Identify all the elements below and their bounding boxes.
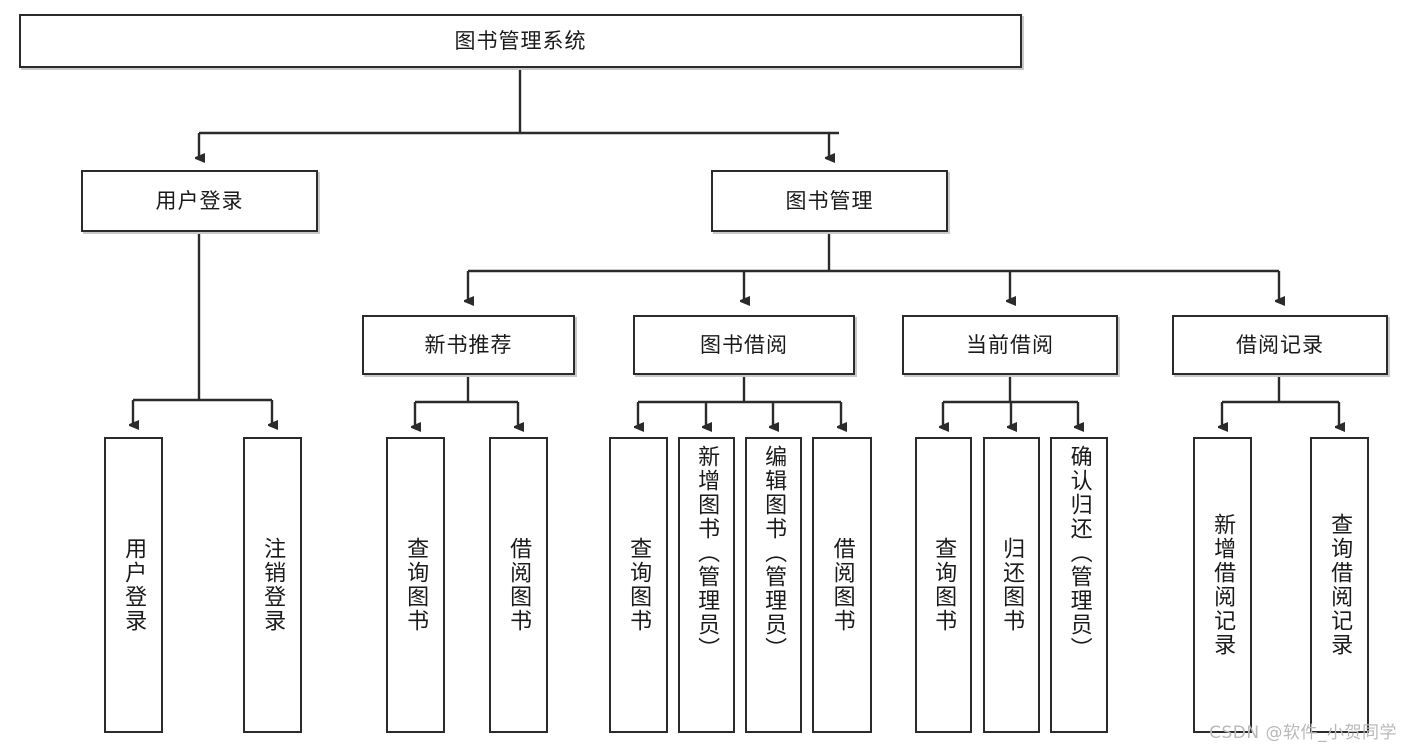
node-current-borrowing[interactable]: 当前借阅 [902, 315, 1118, 375]
node-root-book-management-system[interactable]: 图书管理系统 [19, 14, 1022, 68]
node-book-borrowing[interactable]: 图书借阅 [633, 315, 855, 375]
node-label: 注销登录 [260, 537, 286, 633]
node-leaf-add-borrow-record[interactable]: 新增借阅记录 [1193, 437, 1252, 733]
node-leaf-query-borrow-record[interactable]: 查询借阅记录 [1310, 437, 1369, 733]
node-label: 新增借阅记录 [1210, 513, 1236, 657]
node-leaf-logout[interactable]: 注销登录 [243, 437, 302, 733]
node-borrowing-record[interactable]: 借阅记录 [1172, 315, 1388, 375]
node-label: 查询借阅记录 [1327, 513, 1353, 657]
node-label: 确认归还（管理员） [1066, 445, 1092, 661]
node-leaf-confirm-return-admin[interactable]: 确认归还（管理员） [1050, 437, 1108, 733]
node-leaf-query-book-borrow[interactable]: 查询图书 [609, 437, 668, 733]
node-label: 查询图书 [403, 537, 429, 633]
node-label: 借阅记录 [1236, 332, 1324, 357]
node-label: 归还图书 [999, 537, 1025, 633]
node-label: 用户登录 [121, 537, 147, 633]
node-label: 图书借阅 [700, 332, 788, 357]
node-label: 查询图书 [931, 537, 957, 633]
node-book-management[interactable]: 图书管理 [711, 170, 948, 232]
node-leaf-return-book[interactable]: 归还图书 [983, 437, 1040, 733]
node-label: 用户登录 [155, 188, 244, 213]
watermark-text: CSDN @软件_小贺同学 [1209, 723, 1397, 743]
node-new-book-recommendation[interactable]: 新书推荐 [362, 315, 575, 375]
node-label: 借阅图书 [506, 537, 532, 633]
node-leaf-borrow-book[interactable]: 借阅图书 [812, 437, 872, 733]
node-label: 当前借阅 [966, 332, 1054, 357]
node-leaf-query-book-current[interactable]: 查询图书 [915, 437, 972, 733]
node-leaf-user-login[interactable]: 用户登录 [104, 437, 163, 733]
node-label: 图书管理 [785, 188, 874, 213]
node-label: 编辑图书（管理员） [761, 445, 787, 661]
node-leaf-edit-book-admin[interactable]: 编辑图书（管理员） [745, 437, 802, 733]
node-leaf-query-book-recommend[interactable]: 查询图书 [386, 437, 445, 733]
node-label: 查询图书 [626, 537, 652, 633]
node-label: 图书管理系统 [454, 28, 587, 53]
node-label: 借阅图书 [829, 537, 855, 633]
node-leaf-add-book-admin[interactable]: 新增图书（管理员） [678, 437, 735, 733]
node-label: 新增图书（管理员） [694, 445, 720, 661]
node-label: 新书推荐 [424, 332, 513, 357]
node-leaf-borrow-book-recommend[interactable]: 借阅图书 [489, 437, 548, 733]
node-user-login[interactable]: 用户登录 [81, 170, 318, 232]
